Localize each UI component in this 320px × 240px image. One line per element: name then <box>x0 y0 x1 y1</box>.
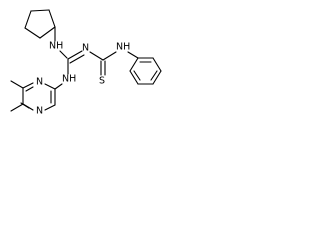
atom-label-nh-thioamide: NH <box>116 42 130 53</box>
guanidine-thiourea-bonds <box>54 26 139 90</box>
atom-label-nh-pyrimidinyl: NH <box>62 74 76 85</box>
molecular-structure-diagram: NH N NH NH N N S <box>10 9 162 117</box>
atom-label-n-ring-bottom: N <box>36 106 43 117</box>
atom-label-n-ring-top: N <box>36 77 43 88</box>
pyrimidine-ring <box>10 80 56 112</box>
atom-label-sulfur: S <box>99 76 105 87</box>
atom-label-nh-cyclopentyl: NH <box>49 41 63 52</box>
phenyl-ring <box>129 57 162 85</box>
atom-label-n-imine: N <box>82 43 89 54</box>
cyclopentyl-ring <box>24 9 56 39</box>
